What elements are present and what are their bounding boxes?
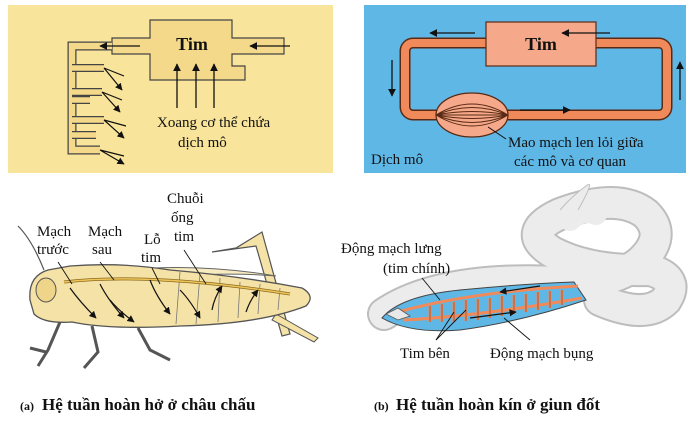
dorsal-vessel-label: Động mạch lưng [341, 241, 442, 257]
grasshopper-illustration: Mạch trước Mạch sau Lỗ tim Chuỗi ống tim [17, 191, 319, 369]
open-sinus-label-2: dịch mô [178, 135, 227, 151]
heart-pore-label-2: tim [141, 250, 161, 266]
capillary-label-2: các mô và cơ quan [514, 154, 627, 170]
back-vessel-label-2: sau [92, 242, 112, 258]
caption-a: Hệ tuần hoàn hở ở châu chấu [42, 395, 255, 414]
lateral-hearts-label: Tim bên [400, 346, 450, 362]
tube-heart-label-2: ống [171, 210, 194, 226]
front-vessel-label: Mạch [37, 224, 72, 240]
closed-heart [485, 21, 597, 67]
open-system-diagram: Tim Xoang cơ thể chứa dịch mô [8, 5, 333, 173]
tube-heart-label-3: tim [174, 229, 194, 245]
caption-a-letter: (a) [20, 399, 34, 413]
closed-system-diagram: Tim Mao mạch len lỏi giữa các mô và cơ q… [364, 5, 686, 173]
heart-pore-label: Lỗ [144, 232, 161, 248]
open-heart-label: Tim [176, 34, 208, 54]
capillary-label: Mao mạch len lỏi giữa [508, 135, 644, 151]
caption-b-letter: (b) [374, 399, 389, 413]
back-vessel-label: Mạch [88, 224, 123, 240]
dorsal-vessel-label-2: (tim chính) [383, 261, 450, 277]
tube-heart-label: Chuỗi [167, 191, 204, 207]
ventral-vessel-label: Động mạch bụng [490, 346, 594, 362]
caption-b: Hệ tuần hoàn kín ở giun đốt [396, 395, 600, 414]
front-vessel-label-2: trước [37, 242, 69, 258]
tissue-fluid-label: Dịch mô [371, 152, 423, 168]
captions: (a) Hệ tuần hoàn hở ở châu chấu (b) Hệ t… [20, 395, 600, 414]
earthworm-illustration: Động mạch lưng (tim chính) Tim bên Động … [341, 184, 688, 362]
closed-heart-label: Tim [525, 34, 557, 54]
open-sinus-label: Xoang cơ thể chứa [157, 115, 270, 131]
